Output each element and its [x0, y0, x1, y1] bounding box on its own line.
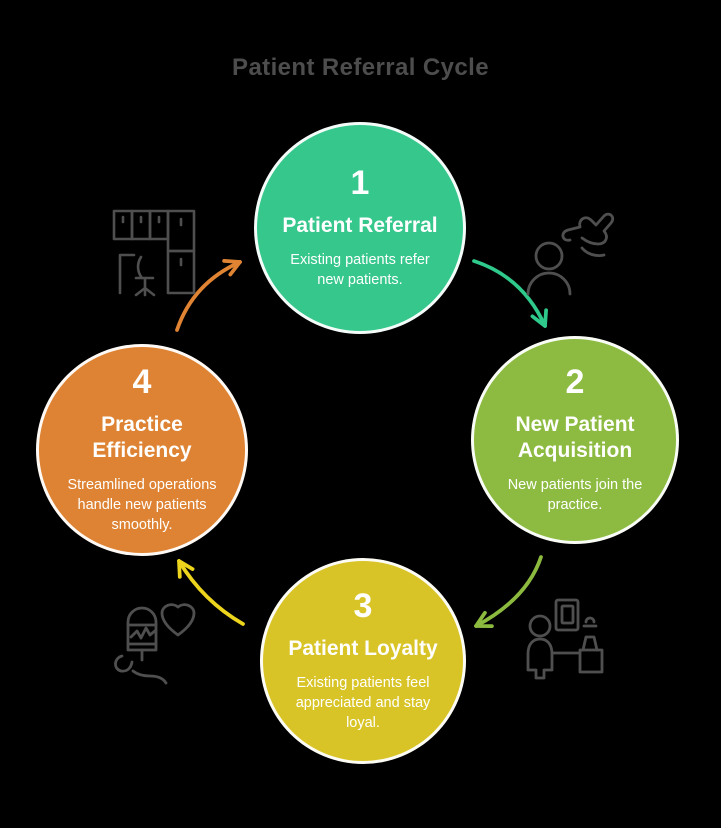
- step-description: Streamlined operations handle new patien…: [67, 477, 217, 534]
- arrow-step2-to-step3-icon: [474, 555, 543, 628]
- arrow-step1-to-step2-icon: [472, 259, 548, 328]
- step-title: New Patient Acquisition: [515, 412, 635, 462]
- step-number: 1: [350, 163, 370, 202]
- step-description: New patients join the practice.: [507, 477, 643, 514]
- person-referral-icon: [526, 212, 615, 296]
- step-number: 3: [353, 586, 373, 625]
- step-number: 4: [132, 362, 152, 401]
- page-title: Patient Referral Cycle: [232, 54, 489, 81]
- arrow-step4-to-step1-icon: [175, 259, 242, 332]
- step-circle-practice-efficiency: 4 Practice Efficiency Streamlined operat…: [36, 344, 248, 556]
- step-title: Patient Loyalty: [288, 636, 438, 660]
- step-circle-patient-referral: 1 Patient Referral Existing patients ref…: [254, 122, 466, 334]
- step-circle-patient-loyalty: 3 Patient Loyalty Existing patients feel…: [260, 558, 466, 764]
- step-description: Existing patients feel appreciated and s…: [295, 675, 431, 732]
- step-title: Patient Referral: [282, 213, 438, 237]
- care-heart-monitor-icon: [114, 603, 196, 685]
- reception-desk-icon: [526, 598, 604, 680]
- step-description: Existing patients refer new patients.: [290, 252, 430, 289]
- step-title: Practice Efficiency: [92, 412, 192, 462]
- step-number: 2: [565, 362, 585, 401]
- office-furniture-icon: [112, 209, 196, 297]
- arrow-step3-to-step4-icon: [177, 559, 245, 626]
- step-circle-new-patient-acquisition: 2 New Patient Acquisition New patients j…: [471, 336, 679, 544]
